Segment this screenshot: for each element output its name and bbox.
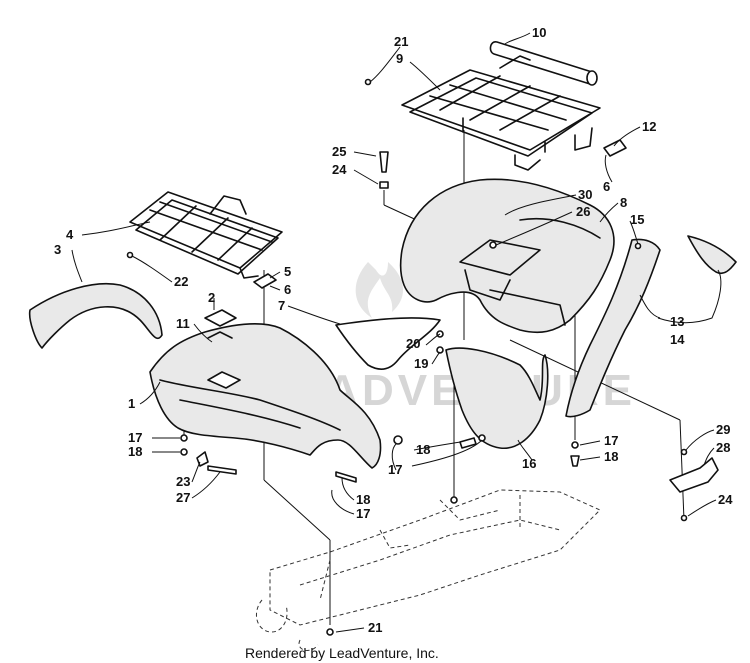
washer-24 xyxy=(379,181,389,189)
callout-15: 15 xyxy=(630,212,644,227)
rear-splash-panel xyxy=(445,347,549,449)
rear-fender-body xyxy=(399,178,615,334)
bolt-29 xyxy=(680,448,688,456)
callout-21: 21 xyxy=(394,34,408,49)
callout-18-low: 18 xyxy=(356,492,370,507)
vehicle-frame xyxy=(255,489,601,651)
callout-18-mid: 18 xyxy=(416,442,430,457)
callout-5: 5 xyxy=(284,264,291,279)
bolt-21b xyxy=(326,628,334,636)
callout-17-right: 17 xyxy=(604,433,618,448)
washer-17 xyxy=(180,434,188,442)
callout-4: 4 xyxy=(66,227,74,242)
callout-30: 30 xyxy=(578,187,592,202)
nut-17c xyxy=(478,434,486,442)
callout-1: 1 xyxy=(128,396,135,411)
callout-14: 14 xyxy=(670,332,685,347)
washer-17b xyxy=(393,435,403,445)
callout-7: 7 xyxy=(278,298,285,313)
rack-pad xyxy=(603,139,627,157)
leader-lines xyxy=(71,32,722,633)
bolt-22 xyxy=(126,251,134,259)
callout-17-left: 17 xyxy=(128,430,142,445)
callout-3: 3 xyxy=(54,242,61,257)
callout-24: 24 xyxy=(332,162,347,177)
callout-21-bottom: 21 xyxy=(368,620,382,635)
callout-labels: 21 9 10 12 6 25 24 30 26 8 15 4 3 22 5 6… xyxy=(54,25,733,635)
callout-18-right: 18 xyxy=(604,449,618,464)
callout-28: 28 xyxy=(716,440,730,455)
fender-inset xyxy=(207,371,241,389)
callout-26: 26 xyxy=(576,204,590,219)
washer-17c xyxy=(571,441,579,449)
callout-16: 16 xyxy=(522,456,536,471)
washer-19 xyxy=(436,346,444,354)
rear-rack xyxy=(401,55,601,171)
bolt-27 xyxy=(207,465,237,475)
callout-29: 29 xyxy=(716,422,730,437)
callout-23: 23 xyxy=(176,474,190,489)
callout-8: 8 xyxy=(620,195,627,210)
bolt-18d xyxy=(335,471,357,483)
callout-12: 12 xyxy=(642,119,656,134)
callout-13: 13 xyxy=(670,314,684,329)
watermark-flame-icon xyxy=(355,262,404,318)
render-credit: Rendered by LeadVenture, Inc. xyxy=(245,645,439,661)
bolt-25 xyxy=(379,151,389,173)
callout-27: 27 xyxy=(176,490,190,505)
nut-26 xyxy=(489,241,497,249)
callout-17-mid: 17 xyxy=(388,462,402,477)
washer-24b xyxy=(680,514,688,522)
callout-9: 9 xyxy=(396,51,403,66)
front-rack xyxy=(129,191,283,279)
callout-10: 10 xyxy=(532,25,546,40)
fuel-cap xyxy=(204,309,237,327)
callout-22: 22 xyxy=(174,274,188,289)
callout-24-right: 24 xyxy=(718,492,733,507)
callout-19: 19 xyxy=(414,356,428,371)
callout-2: 2 xyxy=(208,290,215,305)
rear-fender-flare xyxy=(565,238,661,418)
callout-17-low: 17 xyxy=(356,506,370,521)
callout-25: 25 xyxy=(332,144,346,159)
grip-tube xyxy=(489,41,598,86)
front-fender-flare xyxy=(28,282,163,349)
bracket xyxy=(669,457,719,493)
callout-6: 6 xyxy=(603,179,610,194)
clip-15 xyxy=(634,242,642,250)
bolt-18c xyxy=(570,455,580,467)
side-shield xyxy=(687,235,737,275)
callout-6-front: 6 xyxy=(284,282,291,297)
callout-18-left: 18 xyxy=(128,444,142,459)
bolt-21a xyxy=(364,78,372,86)
callout-20: 20 xyxy=(406,336,420,351)
bolt-18b xyxy=(459,437,477,449)
mud-flap xyxy=(335,317,441,370)
bolt-18 xyxy=(180,448,188,456)
frame-mount xyxy=(450,496,458,504)
callout-11: 11 xyxy=(176,316,190,331)
front-fender-body xyxy=(149,323,382,469)
